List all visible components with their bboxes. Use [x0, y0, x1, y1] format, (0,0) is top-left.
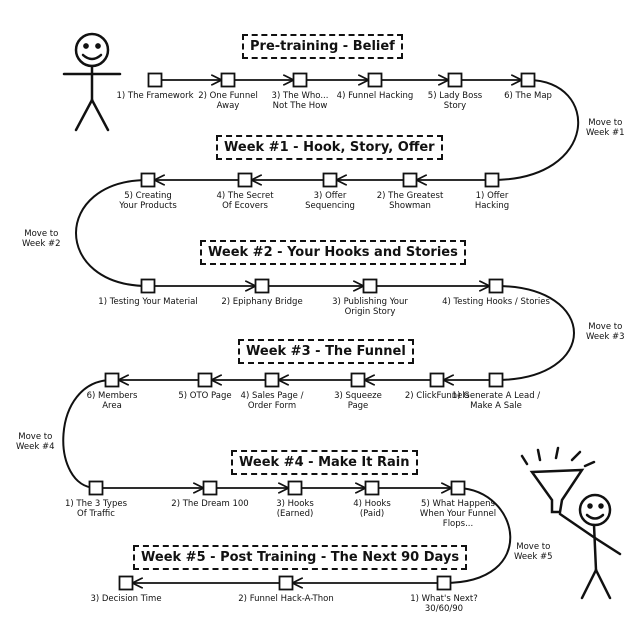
- curve-to-week4: [62, 379, 113, 489]
- week2-step-box: [254, 278, 270, 294]
- week4-step-label: 2) The Dream 100: [171, 499, 249, 509]
- week2-title: Week #2 - Your Hooks and Stories: [200, 240, 466, 265]
- week1-step-label: 1) Offer Hacking: [474, 191, 510, 211]
- week1-title: Week #1 - Hook, Story, Offer: [216, 135, 443, 160]
- week5-step-box: [278, 575, 294, 591]
- week4-step-label: 5) What Happens When Your Funnel Flops..…: [419, 499, 497, 529]
- week3-step-label: 4) Sales Page / Order Form: [240, 391, 304, 411]
- week4-step-label: 1) The 3 Types Of Traffic: [65, 499, 127, 519]
- move-to-week3-label: Move to Week #3: [586, 322, 625, 342]
- week1-step-label: 4) The Secret Of Ecovers: [216, 191, 274, 211]
- week3-step-box: [488, 372, 504, 388]
- pretraining-step-box: [147, 72, 163, 88]
- week3-step-label: 3) Squeeze Page: [334, 391, 382, 411]
- week5-step-label: 3) Decision Time: [90, 594, 162, 604]
- curve-to-week2: [75, 179, 149, 287]
- pretraining-step-label: 6) The Map: [504, 91, 552, 101]
- week5-row: [118, 575, 452, 591]
- week5-title: Week #5 - Post Training - The Next 90 Da…: [133, 545, 468, 570]
- move-to-week5-label: Move to Week #5: [514, 542, 553, 562]
- pretraining-step-label: 2) One Funnel Away: [198, 91, 258, 111]
- pretraining-step-box: [292, 72, 308, 88]
- week4-step-box: [450, 480, 466, 496]
- week2-row: [140, 278, 504, 294]
- move-to-week1-label: Move to Week #1: [586, 118, 625, 138]
- move-to-week2-label: Move to Week #2: [22, 229, 61, 249]
- week4-row: [88, 480, 466, 496]
- pretraining-step-label: 1) The Framework: [116, 91, 194, 101]
- week2-step-label: 3) Publishing Your Origin Story: [332, 297, 408, 317]
- week4-step-label: 4) Hooks (Paid): [353, 499, 391, 519]
- week4-step-box: [202, 480, 218, 496]
- week1-step-label: 5) Creating Your Products: [119, 191, 177, 211]
- curve-to-week3: [495, 285, 575, 381]
- week3-step-label: 2) ClickFunnels: [404, 391, 470, 401]
- pretraining-row: [147, 72, 536, 88]
- week3-title: Week #3 - The Funnel: [238, 339, 414, 364]
- week3-step-box: [197, 372, 213, 388]
- pretraining-step-label: 3) The Who... Not The How: [271, 91, 329, 111]
- pretraining-step-box: [220, 72, 236, 88]
- curve-to-week1: [491, 79, 580, 181]
- week5-step-label: 1) What's Next? 30/60/90: [410, 594, 478, 614]
- week4-step-box: [287, 480, 303, 496]
- week2-step-label: 1) Testing Your Material: [98, 297, 198, 307]
- week1-step-label: 2) The Greatest Showman: [376, 191, 444, 211]
- pretraining-step-box: [367, 72, 383, 88]
- week4-step-label: 3) Hooks (Earned): [276, 499, 314, 519]
- week2-step-box: [140, 278, 156, 294]
- week3-step-label: 1) Generate A Lead / Make A Sale: [451, 391, 541, 411]
- week3-step-label: 5) OTO Page: [178, 391, 232, 401]
- week1-step-box: [322, 172, 338, 188]
- pretraining-step-box: [447, 72, 463, 88]
- week1-step-label: 3) Offer Sequencing: [305, 191, 355, 211]
- week3-step-box: [429, 372, 445, 388]
- week3-step-box: [264, 372, 280, 388]
- week1-row: [140, 172, 500, 188]
- week3-step-label: 6) Members Area: [86, 391, 138, 411]
- week1-step-box: [402, 172, 418, 188]
- week4-step-box: [364, 480, 380, 496]
- week3-step-box: [350, 372, 366, 388]
- week4-title: Week #4 - Make It Rain: [231, 450, 418, 475]
- week1-step-box: [484, 172, 500, 188]
- week2-step-label: 2) Epiphany Bridge: [221, 297, 303, 307]
- week2-step-box: [488, 278, 504, 294]
- week3-row: [104, 372, 504, 388]
- move-to-week4-label: Move to Week #4: [16, 432, 55, 452]
- week5-step-label: 2) Funnel Hack-A-Thon: [238, 594, 334, 604]
- pretraining-step-label: 4) Funnel Hacking: [336, 91, 414, 101]
- week2-step-label: 4) Testing Hooks / Stories: [442, 297, 550, 307]
- week5-step-box: [118, 575, 134, 591]
- week2-step-box: [362, 278, 378, 294]
- week3-step-box: [104, 372, 120, 388]
- pretraining-step-label: 5) Lady Boss Story: [427, 91, 483, 111]
- curve-to-week5: [443, 487, 512, 584]
- week4-step-box: [88, 480, 104, 496]
- week1-step-box: [140, 172, 156, 188]
- week1-step-box: [237, 172, 253, 188]
- stick-figure-icon: [62, 32, 122, 132]
- week5-step-box: [436, 575, 452, 591]
- stick-figure-funnel-icon: [520, 446, 622, 600]
- pretraining-step-box: [520, 72, 536, 88]
- pretraining-title: Pre-training - Belief: [242, 34, 403, 59]
